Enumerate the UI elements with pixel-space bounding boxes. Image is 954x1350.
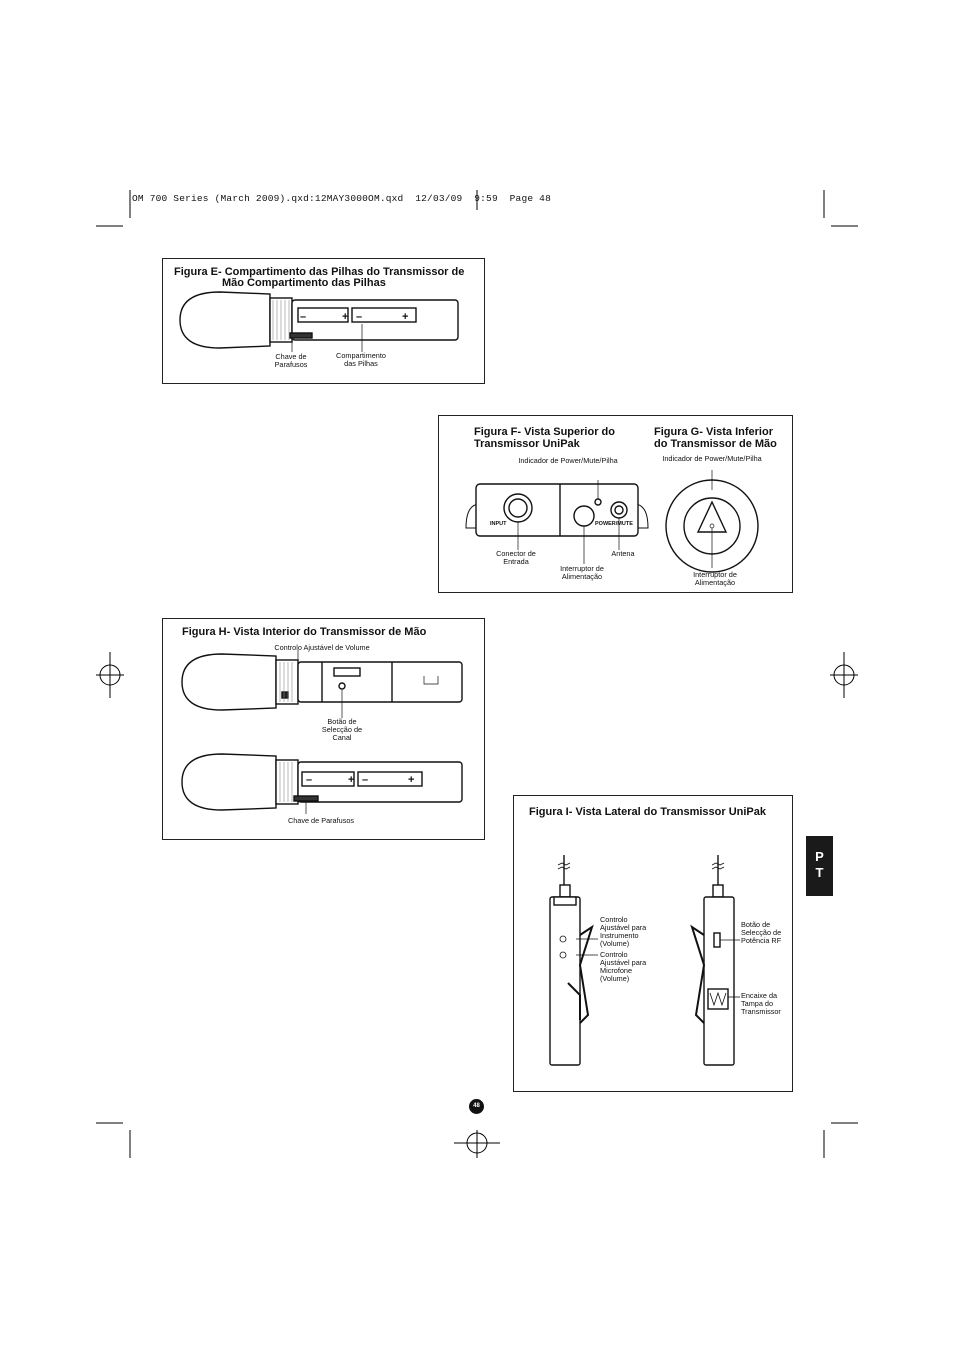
figure-f-unipak-top-drawing: INPUT POWER/MUTE bbox=[465, 480, 649, 564]
figure-f-title: Figura F- Vista Superior do Transmissor … bbox=[474, 426, 615, 450]
figure-i-cover-latch-label: Encaixe da Tampa do Transmissor bbox=[741, 991, 781, 1016]
figure-f-antenna-label: Antena bbox=[611, 549, 635, 558]
figure-e-screwdriver-label: Chave de Parafusos bbox=[274, 352, 308, 369]
figure-f-power-switch-label: Interruptor de Alimentação bbox=[560, 564, 604, 581]
figure-g-indicator-label: Indicador de Power/Mute/Pilha bbox=[662, 454, 762, 463]
svg-text:–: – bbox=[300, 311, 306, 323]
svg-text:+: + bbox=[348, 774, 354, 786]
file-slug-line: OM 700 Series (March 2009).qxd:12MAY3000… bbox=[132, 193, 551, 204]
figure-h-title: Figura H- Vista Interior do Transmissor … bbox=[182, 626, 427, 638]
figure-i-unipak-side-right-drawing bbox=[690, 855, 740, 1066]
figure-e-title-line1: Figura E- Compartimento das Pilhas do Tr… bbox=[174, 266, 465, 278]
svg-text:+: + bbox=[408, 774, 414, 786]
figure-h-microphone-top-drawing bbox=[181, 650, 463, 718]
panel-input-text: INPUT bbox=[490, 521, 507, 527]
figure-e-title-line2: Mão Compartimento das Pilhas bbox=[222, 277, 386, 289]
svg-text:–: – bbox=[306, 774, 312, 786]
svg-text:+: + bbox=[402, 311, 408, 323]
figure-g-title: Figura G- Vista Inferior do Transmissor … bbox=[654, 426, 777, 450]
figure-i-microphone-label: Controlo Ajustável para Microfone (Volum… bbox=[600, 950, 647, 983]
figure-h-volume-label: Controlo Ajustável de Volume bbox=[274, 643, 370, 652]
figure-f-indicator-label: Indicador de Power/Mute/Pilha bbox=[518, 456, 618, 465]
figure-g-power-switch-label: Interruptor de Alimentação bbox=[693, 570, 737, 587]
page-number-badge: 48 bbox=[469, 1099, 484, 1114]
svg-text:–: – bbox=[356, 311, 362, 323]
svg-text:–: – bbox=[362, 774, 368, 786]
figure-h-screwdriver-label: Chave de Parafusos bbox=[287, 816, 355, 825]
figure-g-handheld-bottom-drawing bbox=[665, 470, 759, 573]
figure-e-battery-compartment-label: Compartimento das Pilhas bbox=[336, 351, 386, 368]
language-tab-pt: P T bbox=[806, 836, 833, 896]
figure-e-microphone-drawing: –+ –+ bbox=[179, 291, 459, 352]
figure-i-instrument-label: Controlo Ajustável para Instrumento (Vol… bbox=[600, 915, 647, 948]
figure-i-title: Figura I- Vista Lateral do Transmissor U… bbox=[529, 806, 766, 818]
panel-power-mute-text: POWER/MUTE bbox=[595, 521, 633, 527]
figure-h-channel-label: Botão de Selecção de Canal bbox=[321, 717, 363, 742]
svg-text:+: + bbox=[342, 311, 348, 323]
figure-h-microphone-battery-drawing: –+ –+ bbox=[181, 753, 463, 814]
figure-i-rf-power-label: Botão de Selecção de Potência RF bbox=[741, 920, 782, 945]
figure-i-unipak-side-left-drawing bbox=[549, 855, 598, 1066]
figure-f-input-connector-label: Conector de Entrada bbox=[496, 549, 536, 566]
